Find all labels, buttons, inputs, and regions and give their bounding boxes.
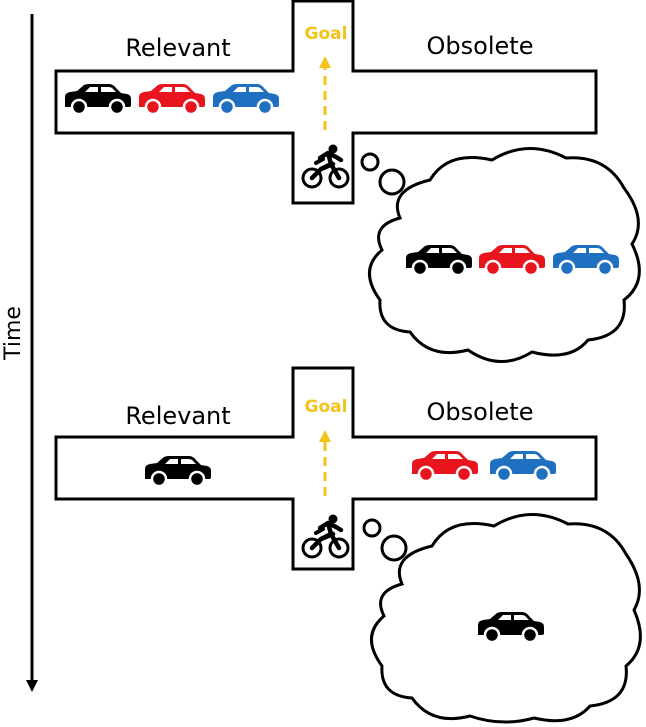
relevant-label: Relevant: [125, 402, 230, 430]
scene-top: Relevant Obsolete Goal: [54, 0, 641, 363]
time-label: Time: [1, 306, 26, 361]
goal-label: Goal: [305, 397, 348, 417]
scene-bottom: Relevant Obsolete Goal: [54, 366, 642, 724]
thought-dot-large: [378, 168, 406, 196]
thought-dot-small: [362, 518, 382, 538]
thought-dot-small: [360, 152, 380, 172]
thought-dot-large: [380, 534, 408, 562]
obsolete-label: Obsolete: [427, 32, 534, 60]
goal-arrowhead-icon: [319, 430, 331, 442]
goal-label: Goal: [305, 24, 348, 44]
intersection-road: [54, 0, 598, 205]
time-arrow-head-icon: [26, 680, 38, 692]
time-axis: Time: [1, 14, 38, 692]
obsolete-label: Obsolete: [427, 398, 534, 426]
relevant-label: Relevant: [125, 34, 230, 62]
intersection-road: [54, 366, 598, 571]
goal-arrowhead-icon: [319, 56, 331, 68]
